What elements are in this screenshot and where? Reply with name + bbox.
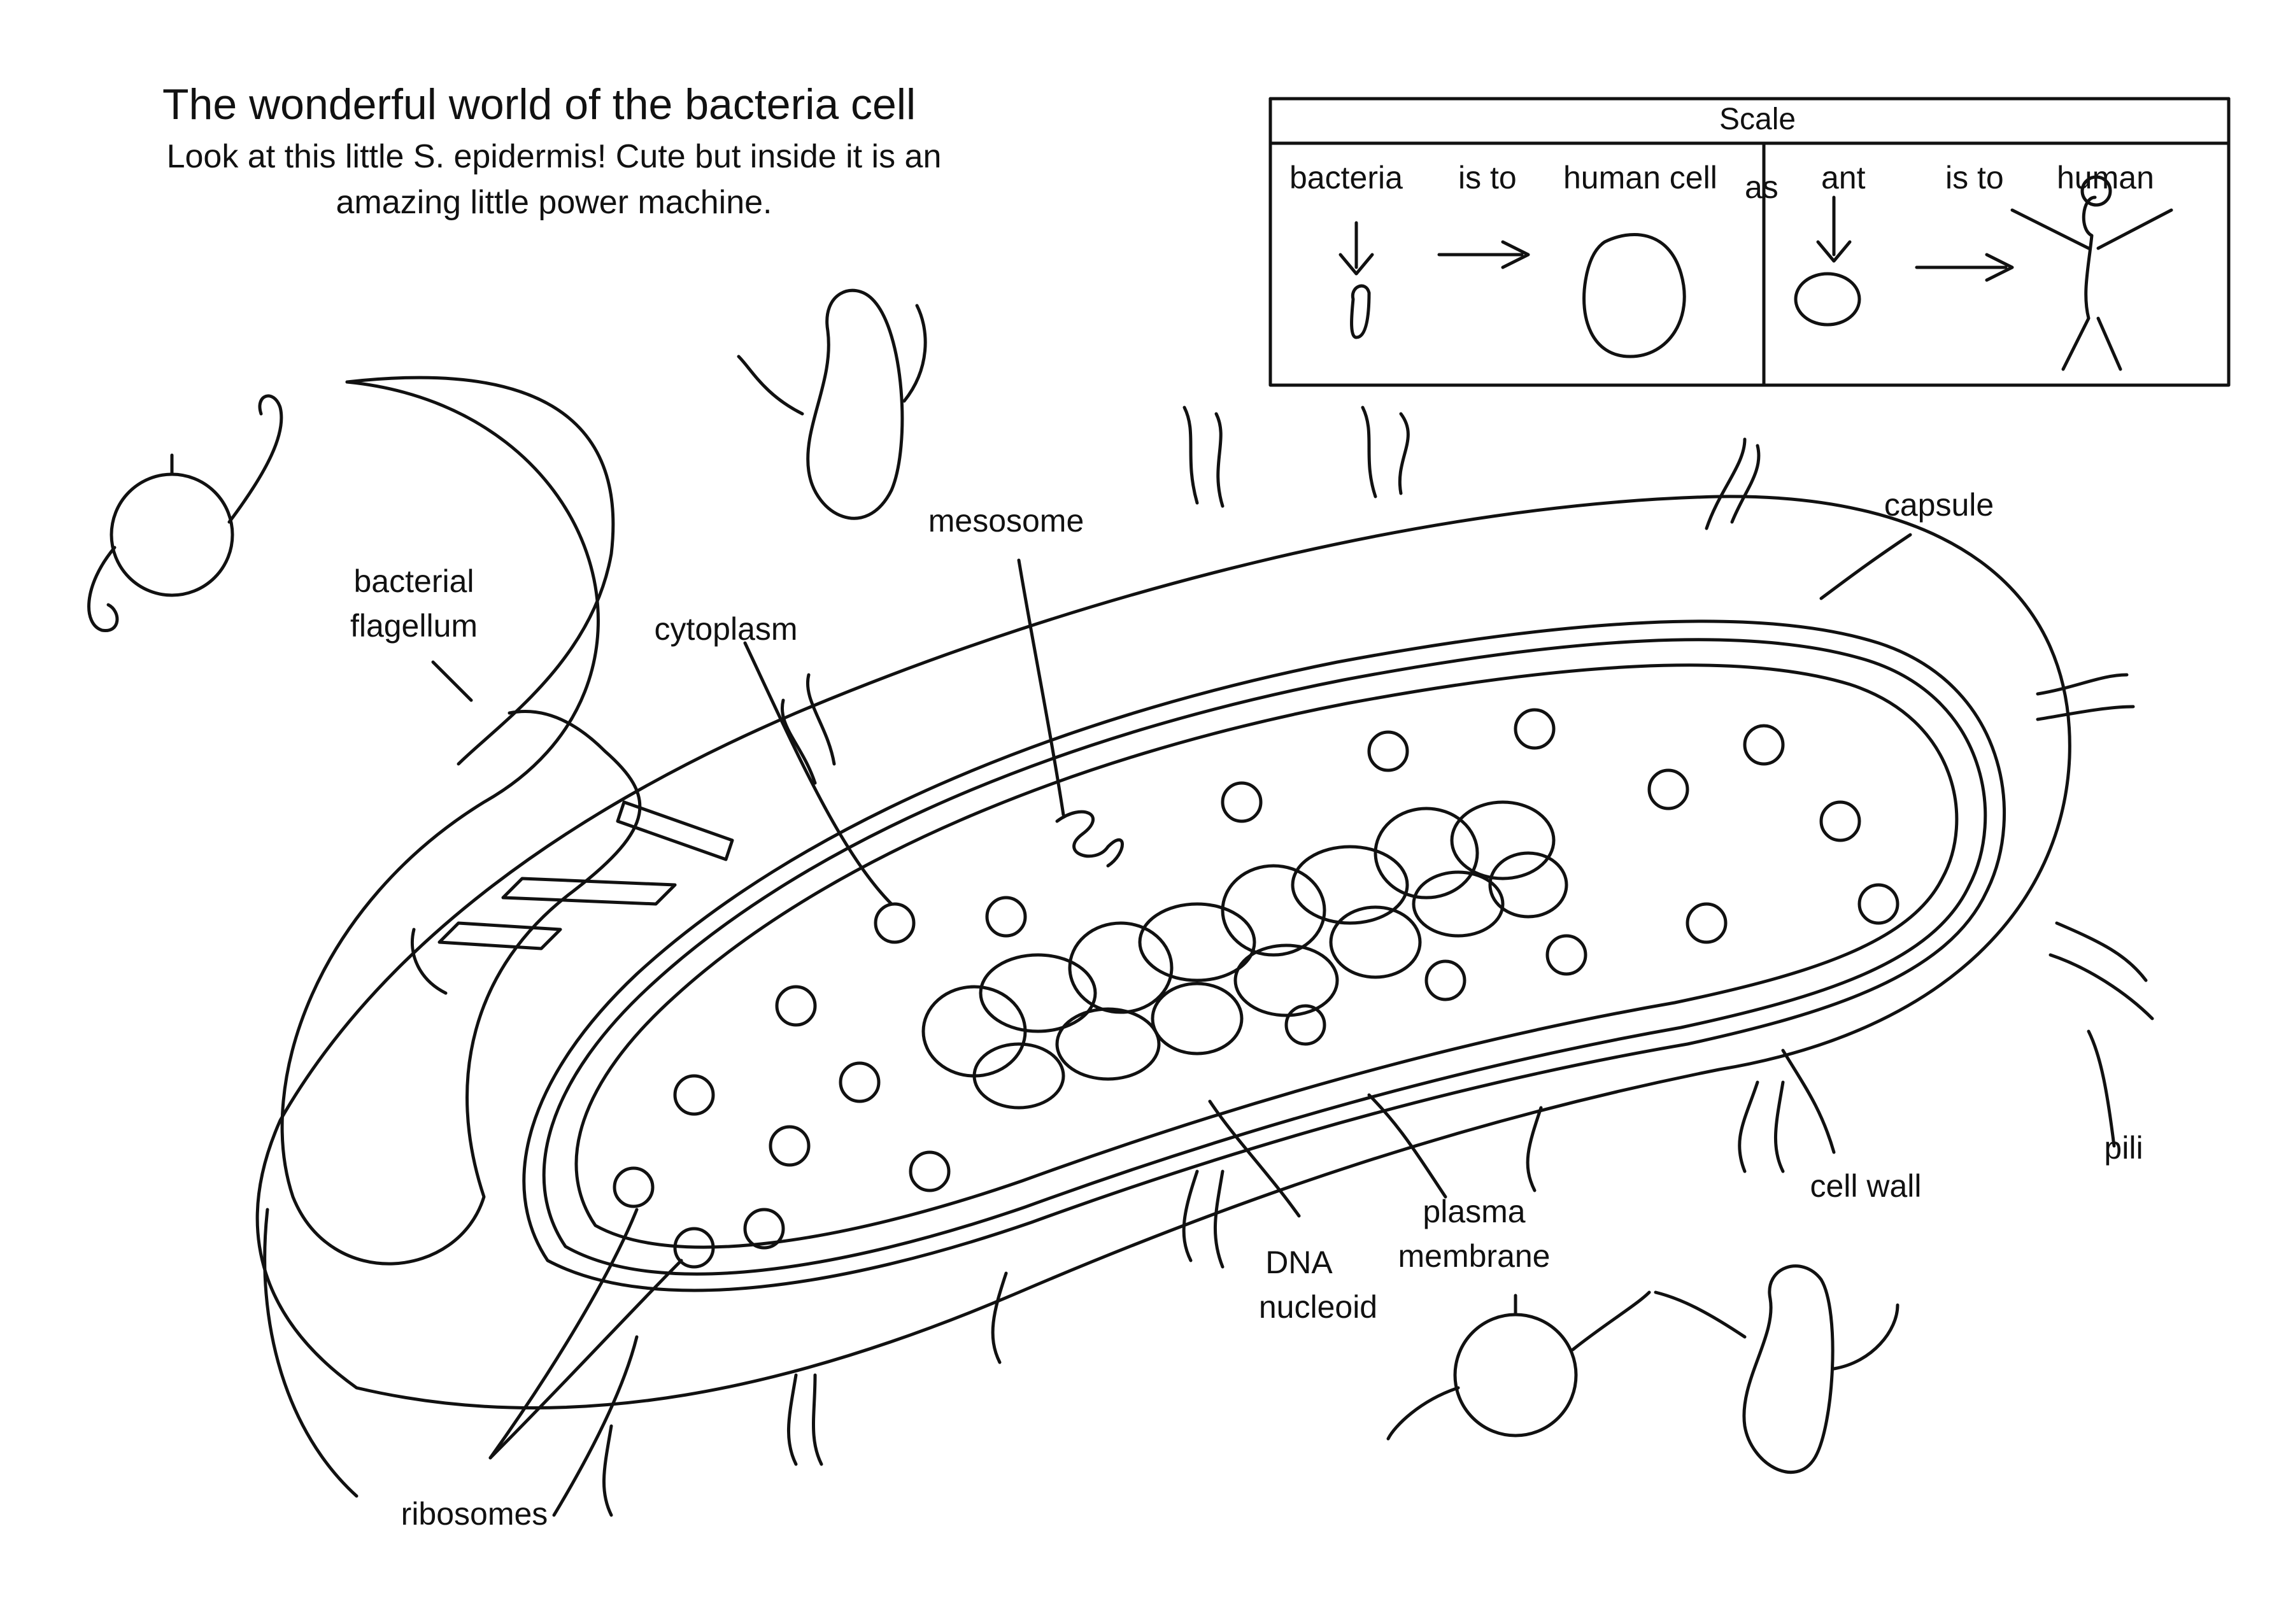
mesosome [1055, 810, 1124, 868]
plasma-membrane-outline [574, 663, 1959, 1249]
cell-wall-outline [522, 619, 2006, 1292]
scale-box [1268, 97, 2231, 387]
label-flagellum-line2: flagellum [350, 608, 478, 644]
bacillus-character-top [737, 288, 927, 520]
label-cell-wall: cell wall [1810, 1168, 1922, 1204]
label-flagellum-line1: bacterial [353, 563, 474, 599]
scale-word-is-to-2: is to [1945, 160, 2004, 195]
flagellum [280, 380, 642, 1266]
page-subtitle-line2: amazing little power machine. [336, 184, 772, 221]
label-dna-line2: nucleoid [1258, 1289, 1378, 1325]
scale-word-human: human [2057, 160, 2154, 195]
label-ribosomes: ribosomes [401, 1496, 548, 1532]
label-plasma-line2: membrane [1398, 1238, 1551, 1274]
scale-word-as: as [1745, 169, 1778, 205]
scale-arrows [1338, 195, 2014, 282]
label-plasma-line1: plasma [1423, 1194, 1526, 1229]
coccus-character-left [87, 394, 283, 632]
page-title: The wonderful world of the bacteria cell [162, 80, 916, 129]
page-subtitle-line1: Look at this little S. epidermis! Cute b… [166, 138, 942, 175]
dna-nucleoid [921, 800, 1568, 1110]
scale-word-human-cell: human cell [1563, 160, 1717, 195]
label-dna-line1: DNA [1265, 1245, 1333, 1280]
label-pili: pili [2104, 1130, 2143, 1166]
label-capsule: capsule [1884, 487, 1994, 523]
scale-figures [1350, 175, 2173, 371]
scale-word-bacteria: bacteria [1289, 160, 1403, 195]
bacillus-character-bottom [1654, 1264, 1899, 1474]
label-cytoplasm: cytoplasm [654, 611, 798, 647]
scale-word-ant: ant [1821, 160, 1866, 195]
ribosomes [613, 708, 1899, 1269]
label-mesosome: mesosome [928, 503, 1084, 539]
capsule-outline [255, 495, 2071, 1410]
scale-word-is-to-1: is to [1458, 160, 1517, 195]
scale-title: Scale [1719, 102, 1796, 136]
coccus-character-bottom [1386, 1290, 1651, 1441]
pili [1182, 406, 1225, 508]
